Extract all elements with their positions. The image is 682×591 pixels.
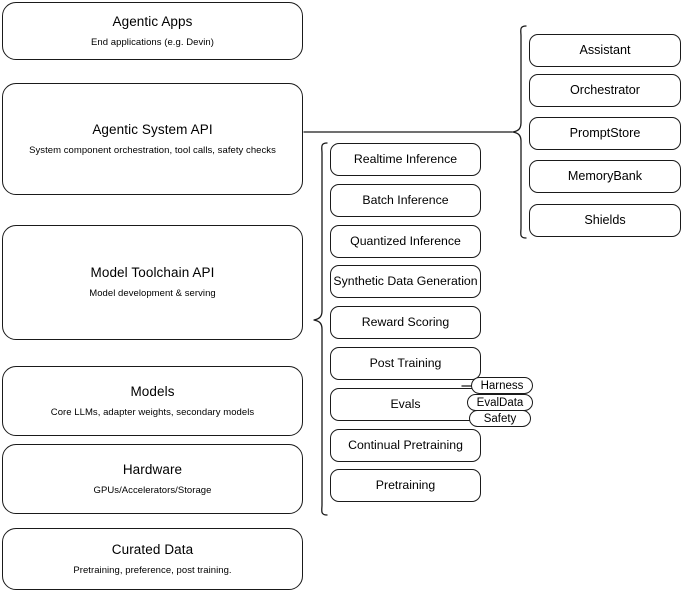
layer-title: Agentic System API xyxy=(92,121,213,137)
system-component-label: MemoryBank xyxy=(567,168,643,183)
toolchain-item-label: Reward Scoring xyxy=(361,314,450,329)
toolchain-item-label: Batch Inference xyxy=(362,192,449,207)
eval-pill-label: Harness xyxy=(480,379,524,392)
brace-toolchain-items xyxy=(313,142,328,516)
toolchain-item-label: Continual Pretraining xyxy=(348,437,463,452)
layer-title: Models xyxy=(130,383,175,399)
toolchain-item-label: Quantized Inference xyxy=(350,233,461,248)
toolchain-item-synthetic-data-generation[interactable]: Synthetic Data Generation xyxy=(330,265,481,298)
layer-subtitle: GPUs/Accelerators/Storage xyxy=(93,484,212,496)
toolchain-item-batch-inference[interactable]: Batch Inference xyxy=(330,184,481,217)
eval-pill-label: Safety xyxy=(483,412,517,425)
layer-agentic-apps[interactable]: Agentic Apps End applications (e.g. Devi… xyxy=(2,2,303,60)
layer-title: Curated Data xyxy=(111,541,194,557)
toolchain-item-label: Realtime Inference xyxy=(353,151,458,166)
system-component-promptstore[interactable]: PromptStore xyxy=(529,117,681,150)
layer-subtitle: Core LLMs, adapter weights, secondary mo… xyxy=(50,406,255,418)
layer-title: Hardware xyxy=(122,461,183,477)
eval-pill-harness[interactable]: Harness xyxy=(471,377,533,394)
layer-agentic-system-api[interactable]: Agentic System API System component orch… xyxy=(2,83,303,195)
layer-title: Model Toolchain API xyxy=(90,265,215,281)
toolchain-item-realtime-inference[interactable]: Realtime Inference xyxy=(330,143,481,176)
layer-title: Agentic Apps xyxy=(112,13,193,29)
toolchain-item-reward-scoring[interactable]: Reward Scoring xyxy=(330,306,481,339)
layer-model-toolchain-api[interactable]: Model Toolchain API Model development & … xyxy=(2,225,303,340)
system-component-label: PromptStore xyxy=(569,125,641,140)
toolchain-item-label: Synthetic Data Generation xyxy=(333,273,478,288)
eval-pill-safety[interactable]: Safety xyxy=(469,410,531,427)
system-component-label: Shields xyxy=(584,212,626,227)
system-component-orchestrator[interactable]: Orchestrator xyxy=(529,74,681,107)
toolchain-item-post-training[interactable]: Post Training xyxy=(330,347,481,380)
system-component-memorybank[interactable]: MemoryBank xyxy=(529,160,681,193)
layer-curated-data[interactable]: Curated Data Pretraining, preference, po… xyxy=(2,528,303,590)
layer-subtitle: End applications (e.g. Devin) xyxy=(91,36,214,48)
system-component-shields[interactable]: Shields xyxy=(529,204,681,237)
toolchain-item-pretraining[interactable]: Pretraining xyxy=(330,469,481,502)
toolchain-item-label: Post Training xyxy=(369,355,442,370)
toolchain-item-label: Pretraining xyxy=(375,477,436,492)
system-component-assistant[interactable]: Assistant xyxy=(529,34,681,67)
eval-pill-label: EvalData xyxy=(476,396,524,409)
layer-subtitle: System component orchestration, tool cal… xyxy=(29,144,276,156)
layer-hardware[interactable]: Hardware GPUs/Accelerators/Storage xyxy=(2,444,303,514)
layer-subtitle: Pretraining, preference, post training. xyxy=(73,564,232,576)
toolchain-item-continual-pretraining[interactable]: Continual Pretraining xyxy=(330,429,481,462)
brace-system-components xyxy=(512,25,527,239)
layer-subtitle: Model development & serving xyxy=(89,288,216,299)
system-component-label: Orchestrator xyxy=(570,82,640,97)
toolchain-item-quantized-inference[interactable]: Quantized Inference xyxy=(330,225,481,258)
toolchain-item-evals[interactable]: Evals xyxy=(330,388,481,421)
eval-pill-evaldata[interactable]: EvalData xyxy=(467,394,533,411)
toolchain-item-label: Evals xyxy=(390,396,421,411)
system-component-label: Assistant xyxy=(579,42,631,57)
layer-models[interactable]: Models Core LLMs, adapter weights, secon… xyxy=(2,366,303,436)
